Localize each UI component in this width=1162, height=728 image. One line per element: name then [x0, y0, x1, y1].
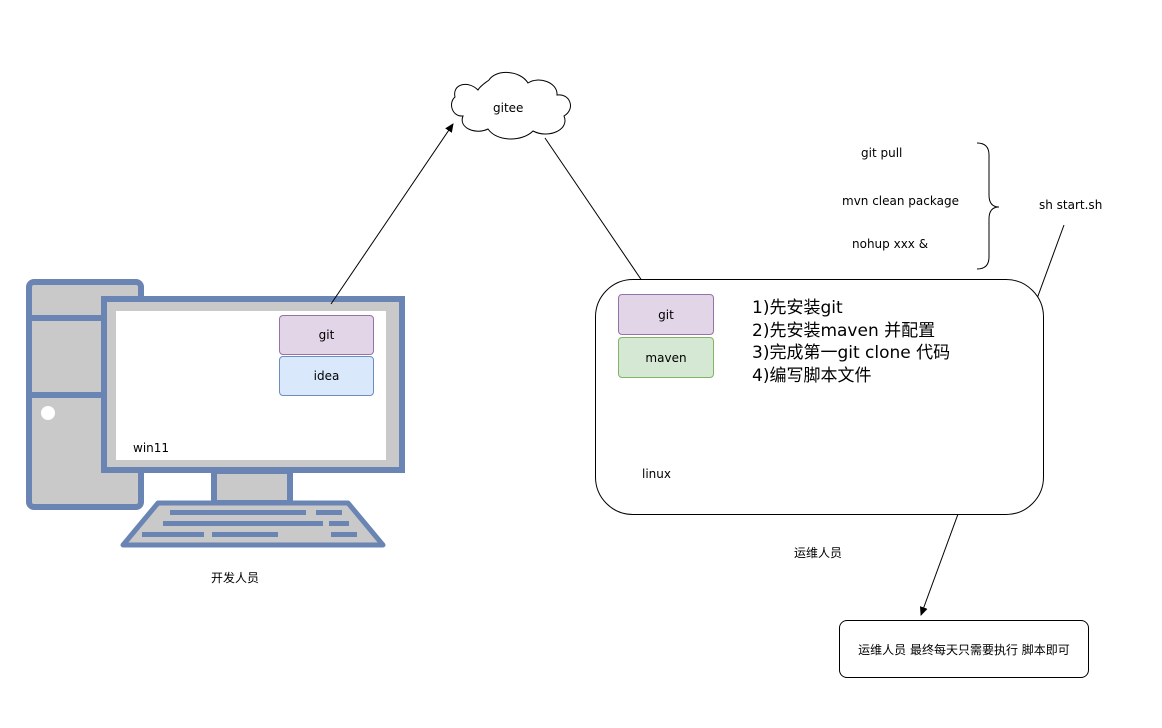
setup-step: 4)编写脚本文件: [752, 365, 872, 386]
setup-step: 1)先安装git: [752, 298, 843, 318]
ops-note-box: 运维人员 最终每天只需要执行 脚本即可: [839, 620, 1089, 678]
keyboard-keys: [142, 510, 357, 537]
setup-step: 3)完成第一git clone 代码: [752, 343, 951, 363]
server-maven-box: maven: [618, 337, 714, 378]
server-caption: 运维人员: [794, 546, 843, 560]
setup-step: 2)先安装maven 并配置: [752, 320, 936, 341]
os-label: linux: [642, 467, 671, 481]
command-nohup: nohup xxx &: [852, 237, 929, 251]
monitor-stand: [211, 468, 293, 506]
arrow-gitee-to-server: [544, 137, 652, 295]
developer-git-label: git: [318, 328, 335, 342]
commands-brace-icon: [976, 142, 1000, 270]
server-git-label: git: [658, 307, 674, 322]
arrow-computer-to-gitee: [330, 123, 454, 305]
script-name: sh start.sh: [1039, 198, 1103, 212]
tower-power-button: [41, 406, 55, 420]
gitee-cloud-icon: [451, 72, 571, 140]
ops-note-text: 运维人员 最终每天只需要执行 脚本即可: [858, 642, 1070, 657]
setup-steps: 1)先安装git 2)先安装maven 并配置 3)完成第一git clone …: [752, 297, 950, 387]
developer-idea-box: idea: [279, 356, 374, 396]
machine-label: win11: [133, 441, 170, 455]
developer-idea-label: idea: [313, 369, 340, 383]
cloud-label: gitee: [493, 101, 524, 115]
server-git-box: git: [618, 294, 714, 335]
developer-git-box: git: [279, 315, 374, 355]
server-maven-label: maven: [645, 350, 687, 365]
command-git-pull: git pull: [861, 146, 903, 160]
developer-caption: 开发人员: [211, 571, 260, 585]
command-mvn-package: mvn clean package: [842, 194, 959, 208]
